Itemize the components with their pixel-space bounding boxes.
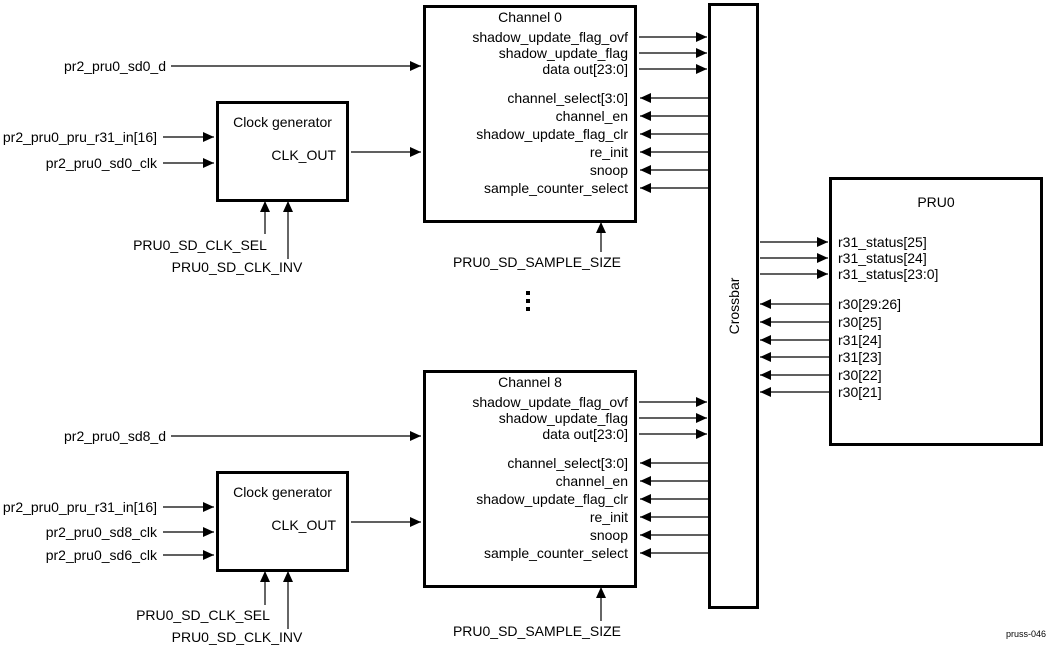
signal-label-r31-in16-bottom: pr2_pru0_pru_r31_in[16] <box>2 499 157 515</box>
pru0-output-label: r31[24] <box>838 332 882 348</box>
crossbar-box <box>708 3 759 609</box>
channel0-input-label: channel_select[3:0] <box>507 90 628 106</box>
clk-inv-label-bottom: PRU0_SD_CLK_INV <box>171 629 303 645</box>
signal-label-sd0-clk: pr2_pru0_sd0_clk <box>45 155 157 171</box>
figure-id-label: pruss-046 <box>1005 629 1046 639</box>
pru0-title: PRU0 <box>917 194 955 210</box>
channel0-input-label: shadow_update_flag_clr <box>476 126 628 142</box>
crossbar-title: Crossbar <box>726 277 742 335</box>
channel8-input-label: snoop <box>589 527 628 543</box>
sample-size-label-top: PRU0_SD_SAMPLE_SIZE <box>452 254 622 270</box>
pru0-box: PRU0 r31_status[25] r31_status[24] r31_s… <box>829 177 1043 446</box>
clock-generator-title: Clock generator <box>233 484 332 500</box>
channel8-output-label: shadow_update_flag <box>498 410 628 426</box>
channel8-input-label: channel_select[3:0] <box>507 455 628 471</box>
channel0-output-label: data out[23:0] <box>542 61 628 77</box>
signal-label-sd8-clk: pr2_pru0_sd8_clk <box>45 524 157 540</box>
pru0-input-label: r31_status[25] <box>838 234 927 250</box>
pru0-output-label: r30[21] <box>838 384 882 400</box>
signal-label-sd0-d: pr2_pru0_sd0_d <box>64 58 166 74</box>
pru0-output-label: r30[29:26] <box>838 296 902 312</box>
channel8-input-label: sample_counter_select <box>484 545 628 561</box>
channel-0-title: Channel 0 <box>498 9 562 25</box>
pru0-output-label: r30[22] <box>838 367 882 383</box>
clock-generator-bottom-box: Clock generator CLK_OUT <box>216 471 349 572</box>
channel8-input-label: channel_en <box>555 473 628 489</box>
clock-generator-top-box: Clock generator CLK_OUT <box>216 101 349 202</box>
channel0-output-label: shadow_update_flag_ovf <box>472 29 628 45</box>
channel8-input-label: re_init <box>589 509 628 525</box>
signal-label-sd8-d: pr2_pru0_sd8_d <box>64 428 166 444</box>
channel-8-title: Channel 8 <box>498 374 562 390</box>
channel8-output-label: shadow_update_flag_ovf <box>472 394 628 410</box>
pru0-output-label: r30[25] <box>838 314 882 330</box>
clk-inv-label-top: PRU0_SD_CLK_INV <box>171 259 303 275</box>
clock-generator-title: Clock generator <box>233 114 332 130</box>
signal-label-r31-in16-top: pr2_pru0_pru_r31_in[16] <box>2 129 157 145</box>
channel0-output-label: shadow_update_flag <box>498 45 628 61</box>
channel8-output-label: data out[23:0] <box>542 426 628 442</box>
clk-out-label: CLK_OUT <box>271 147 336 163</box>
channel0-input-label: re_init <box>589 144 628 160</box>
clk-out-label: CLK_OUT <box>271 517 336 533</box>
channel0-input-label: channel_en <box>555 108 628 124</box>
channel-8-box: Channel 8 shadow_update_flag_ovf shadow_… <box>423 370 637 588</box>
channel8-input-label: shadow_update_flag_clr <box>476 491 628 507</box>
clk-sel-label-bottom: PRU0_SD_CLK_SEL <box>136 607 270 623</box>
sample-size-label-bottom: PRU0_SD_SAMPLE_SIZE <box>452 623 622 639</box>
signal-label-sd6-clk: pr2_pru0_sd6_clk <box>45 547 157 563</box>
pru0-input-label: r31_status[24] <box>838 250 927 266</box>
vertical-ellipsis <box>525 291 530 315</box>
pru0-input-label: r31_status[23:0] <box>838 266 939 282</box>
channel-0-box: Channel 0 shadow_update_flag_ovf shadow_… <box>423 5 637 223</box>
pru0-output-label: r31[23] <box>838 349 882 365</box>
clk-sel-label-top: PRU0_SD_CLK_SEL <box>133 237 267 253</box>
channel0-input-label: sample_counter_select <box>484 180 628 196</box>
channel0-input-label: snoop <box>589 162 628 178</box>
